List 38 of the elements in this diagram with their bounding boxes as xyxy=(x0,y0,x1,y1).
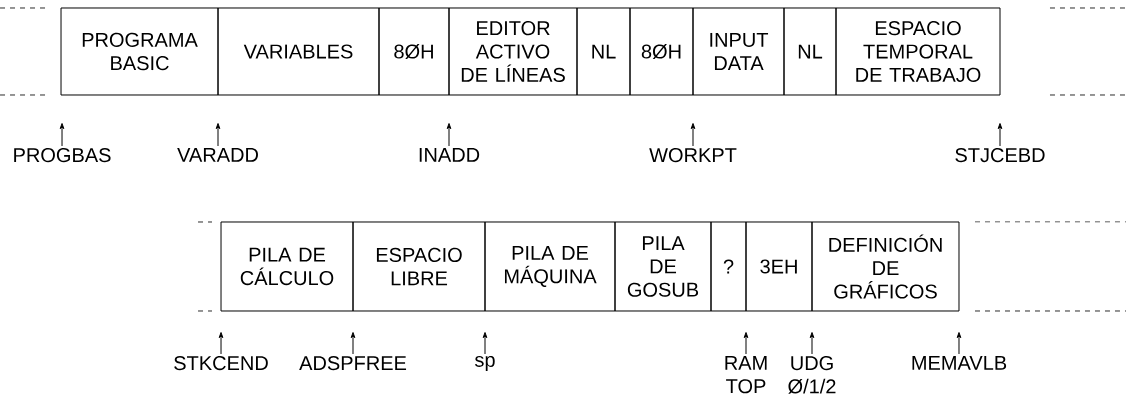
pointer-arrow xyxy=(482,332,488,355)
pointer-arrow xyxy=(218,332,224,355)
memory-cell: ESPACIO LIBRE xyxy=(352,221,486,312)
pointer-label: ADSPFREE xyxy=(299,356,407,371)
memory-cell: NL xyxy=(576,7,631,96)
pointer-arrow xyxy=(350,332,356,355)
pointer-arrow xyxy=(743,332,749,355)
pointer-arrow xyxy=(809,332,815,355)
pointer-arrow xyxy=(446,123,452,147)
memory-cell: VARIABLES xyxy=(217,7,380,96)
memory-cell: EDITOR ACTIVO DE LÍNEAS xyxy=(448,7,578,96)
memory-cell: 3EH xyxy=(745,221,813,312)
memory-cell: 8ØH xyxy=(629,7,694,96)
pointer-arrow xyxy=(690,123,696,147)
pointer-label: PROGBAS xyxy=(14,148,111,163)
pointer-label: MEMAVLB xyxy=(912,356,1007,370)
memory-cell: 8ØH xyxy=(378,7,450,96)
memory-cell: ESPACIO TEMPORAL DE TRABAJO xyxy=(835,7,1001,96)
pointer-label: STJCEBD xyxy=(955,148,1045,163)
memory-cell: NL xyxy=(783,7,837,96)
memory-cell: PILA DE CÁLCULO xyxy=(220,221,354,312)
pointer-label: INADD xyxy=(419,148,480,162)
memory-cell: ? xyxy=(710,221,747,312)
memory-cell: PILA DE GOSUB xyxy=(614,221,712,312)
pointer-label: sp xyxy=(475,356,495,371)
memory-cell: DEFINICIÓN DE GRÁFICOS xyxy=(811,221,960,312)
memory-cell: PROGRAMA BASIC xyxy=(60,7,219,96)
memory-cell: PILA DE MÁQUINA xyxy=(484,221,616,312)
pointer-label: WORKPT xyxy=(649,148,737,163)
pointer-label: UDG Ø/1/2 xyxy=(788,356,836,394)
pointer-arrow xyxy=(997,123,1003,147)
pointer-arrow xyxy=(215,123,221,147)
pointer-label: RAM TOP xyxy=(725,356,767,394)
pointer-label: STKCEND xyxy=(174,356,268,371)
pointer-arrow xyxy=(59,123,65,147)
memory-cell: INPUT DATA xyxy=(692,7,785,96)
pointer-arrow xyxy=(956,332,962,355)
pointer-label: VARADD xyxy=(177,148,258,162)
